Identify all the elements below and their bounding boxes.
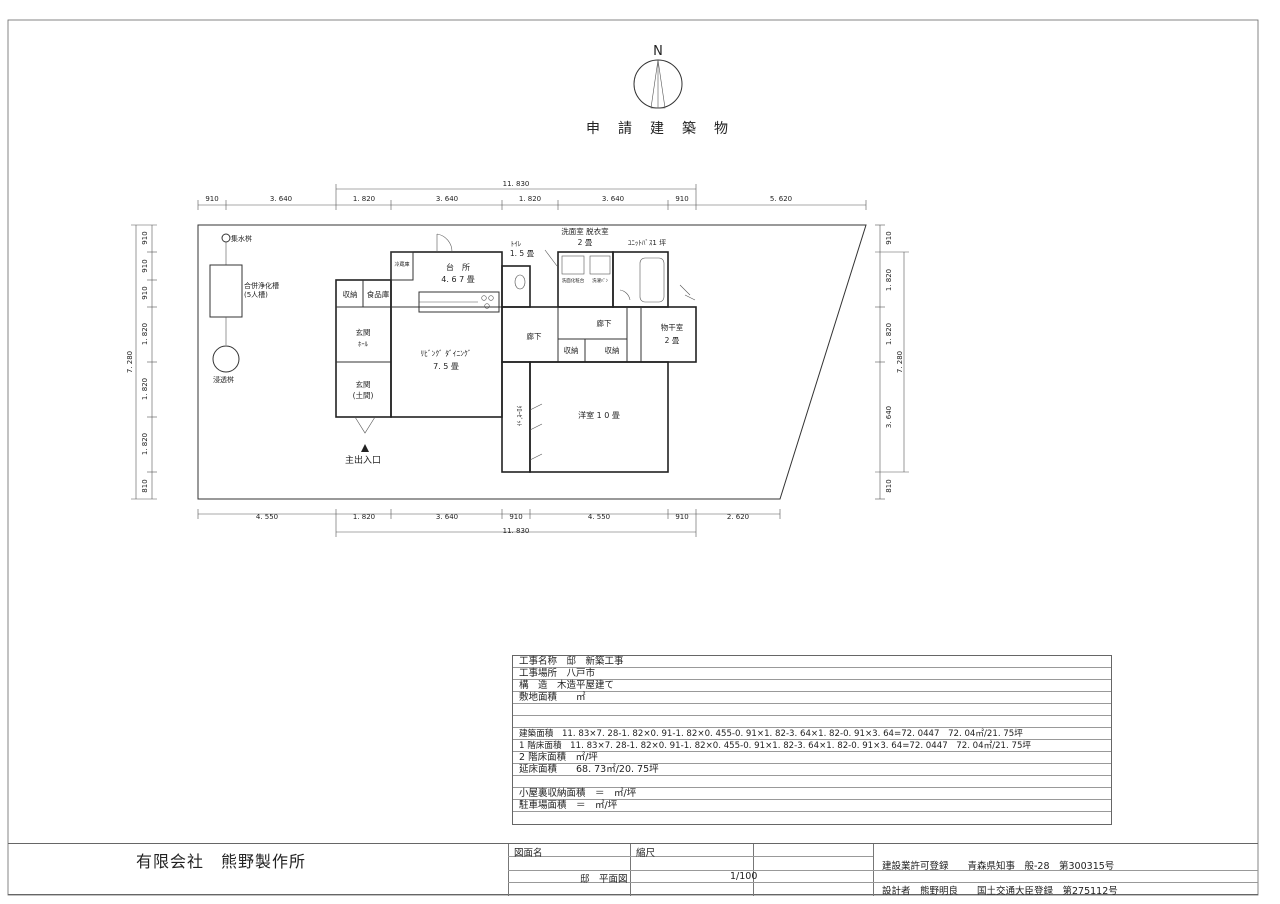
drying-label: 物干室 (661, 322, 684, 332)
genkan-label: 玄関 (356, 379, 371, 389)
dim-top-4: 3. 640 (436, 195, 458, 203)
corridor-label-1: 廊下 (527, 331, 542, 341)
building-area-row: 建築面積 11. 83×7. 28-1. 82×0. 91-1. 82×0. 4… (513, 728, 1111, 741)
blank-row-2 (513, 716, 1111, 729)
dim-left-3: 910 (141, 286, 149, 299)
dim-right-5: 810 (885, 479, 893, 492)
dim-top-7: 910 (675, 195, 688, 203)
living-size: 7. 5 畳 (433, 362, 459, 371)
dim-top-1: 910 (205, 195, 218, 203)
dimension-left: 910 910 910 1. 820 1. 820 1. 820 810 7. … (126, 224, 157, 500)
kitchen-size: 4. 6 7 畳 (441, 275, 474, 284)
dim-top-2: 3. 640 (270, 195, 292, 203)
dimension-right: 910 1. 820 1. 820 3. 640 810 7. 280 (875, 224, 909, 500)
dim-top-6: 3. 640 (602, 195, 624, 203)
dim-bottom-6: 910 (675, 513, 688, 521)
closet-label: ｸﾛｰｾﾞｯﾄ (515, 405, 522, 426)
dim-left-4: 1. 820 (141, 323, 149, 345)
storage-label-3: 収納 (605, 345, 620, 355)
dimension-top: 11. 830 910 3. 640 1. 820 3. 640 1. 820 … (197, 180, 867, 210)
drawing-name: 邸 平面図 (580, 874, 628, 885)
pantry-label: 食品庫 (367, 289, 390, 299)
dim-bottom-5: 4. 550 (588, 513, 610, 521)
title-block: 有限会社 熊野製作所 図面名 縮尺 邸 平面図 1/100 建設業許可登録 青森… (8, 843, 1258, 897)
dim-left-2: 910 (141, 259, 149, 272)
entrance-arrow-icon (361, 444, 369, 452)
dim-top-5: 1. 820 (519, 195, 541, 203)
hall-label-2: ﾎｰﾙ (358, 340, 369, 348)
western-room-label: 洋室 1 0 畳 (578, 410, 620, 420)
drawing-name-label: 図面名 (514, 848, 543, 859)
location-row: 工事場所 八戸市 (513, 668, 1111, 681)
dim-bottom-4: 910 (509, 513, 522, 521)
blank-row-3 (513, 776, 1111, 789)
wash-counter-label: 洗面化粧台 (562, 277, 585, 284)
living-label: ﾘﾋﾞﾝｸﾞ ﾀﾞｲﾆﾝｸﾞ (420, 349, 471, 358)
dim-right-1: 910 (885, 231, 893, 244)
designer-text: 設計者 熊野明良 国土交通大臣登録 第275112号 (882, 886, 1118, 897)
building-walls (335, 233, 697, 473)
scale-label: 縮尺 (636, 848, 656, 859)
floor1-area-row: 1 階床面積 11. 83×7. 28-1. 82×0. 91-1. 82×0.… (513, 740, 1111, 753)
storage-label-2: 収納 (564, 345, 579, 355)
dim-left-5: 1. 820 (141, 378, 149, 400)
toilet-size: 1. 5 畳 (510, 249, 535, 258)
dim-top-3: 1. 820 (353, 195, 375, 203)
toilet-label: ﾄｲﾚ (511, 240, 522, 248)
dim-left-total: 7. 280 (126, 351, 134, 373)
dim-left-7: 810 (141, 479, 149, 492)
site-equipment: 集水桝 合併浄化槽 (5人槽) 浸透桝 主出入口 (209, 233, 381, 466)
blank-row-1 (513, 704, 1111, 717)
dim-bottom-7: 2. 620 (727, 513, 749, 521)
site-boundary (197, 224, 867, 500)
sheet-frame (7, 19, 1259, 896)
project-info-table: 工事名称 邸 新築工事 工事場所 八戸市 構 造 木造平屋建て 敷地面積 ㎡ 建… (512, 655, 1112, 825)
septic-capacity: (5人槽) (244, 290, 268, 299)
floor2-area-row: 2 階床面積 ㎡/坪 (513, 752, 1111, 765)
bath-label: ﾕﾆｯﾄﾊﾞｽ1 坪 (628, 239, 666, 247)
dim-bottom-1: 4. 550 (256, 513, 278, 521)
dim-bottom-2: 1. 820 (353, 513, 375, 521)
license-text: 建設業許可登録 青森県知事 般-28 第300315号 (882, 861, 1115, 872)
catch-basin-label: 集水桝 (231, 234, 252, 243)
kitchen-label: 台 所 (446, 262, 470, 272)
company-name: 有限会社 熊野製作所 (136, 852, 307, 871)
fridge-label: 冷蔵庫 (394, 261, 409, 268)
room-labels: 台 所 4. 6 7 畳 冷蔵庫 収納 食品庫 玄関 ﾎｰﾙ 玄関 (土間) ﾘ… (343, 226, 684, 427)
dim-bottom-total: 11. 830 (503, 527, 530, 535)
dim-right-2: 1. 820 (885, 269, 893, 291)
dim-top-total: 11. 830 (503, 180, 530, 188)
drawing-title: 申 請 建 築 物 (586, 121, 730, 137)
storage-label-1: 収納 (343, 289, 358, 299)
structure-row: 構 造 木造平屋建て (513, 680, 1111, 693)
septic-label: 合併浄化槽 (244, 281, 279, 290)
hall-label: 玄関 (356, 327, 371, 337)
scale-value: 1/100 (730, 871, 758, 882)
total-floor-row: 延床面積 68. 73㎡/20. 75坪 (513, 764, 1111, 777)
wash-size: 2 畳 (578, 238, 593, 247)
project-row: 工事名称 邸 新築工事 (513, 656, 1111, 669)
parking-row: 駐車場面積 ＝ ㎡/坪 (513, 800, 1111, 813)
dim-right-4: 3. 640 (885, 406, 893, 428)
dim-left-1: 910 (141, 231, 149, 244)
wash-label: 洗面室 脱衣室 (561, 226, 609, 236)
north-compass: N (633, 44, 683, 109)
corridor-label-2: 廊下 (597, 318, 612, 328)
dim-right-3: 1. 820 (885, 323, 893, 345)
dimension-bottom: 4. 550 1. 820 3. 640 910 4. 550 910 2. 6… (197, 509, 781, 537)
genkan-label-2: (土間) (353, 390, 374, 400)
washer-label: 洗濯ﾊﾟﾝ (592, 277, 608, 284)
main-entrance-label: 主出入口 (345, 454, 381, 466)
dim-top-8: 5. 620 (770, 195, 792, 203)
dim-left-6: 1. 820 (141, 433, 149, 455)
dim-right-total: 7. 280 (896, 351, 904, 373)
site-area-row: 敷地面積 ㎡ (513, 692, 1111, 705)
infiltration-label: 浸透桝 (213, 375, 234, 384)
drying-size: 2 畳 (665, 336, 680, 345)
dim-bottom-3: 3. 640 (436, 513, 458, 521)
north-label: N (653, 44, 663, 59)
attic-row: 小屋裏収納面積 ＝ ㎡/坪 (513, 788, 1111, 801)
